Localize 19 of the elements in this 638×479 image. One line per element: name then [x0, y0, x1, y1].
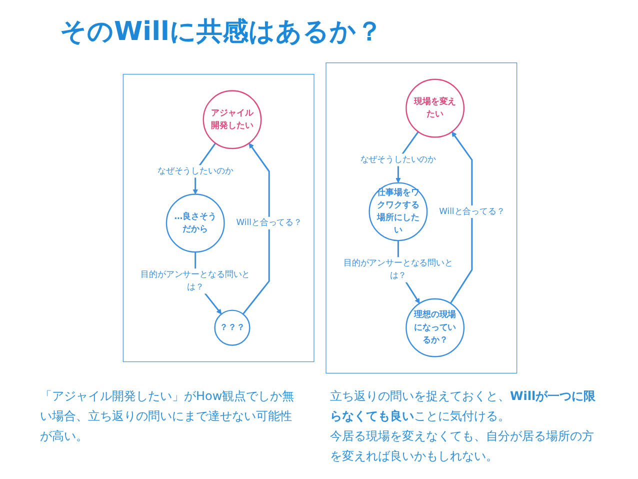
node-circle: ？？？	[214, 310, 250, 346]
node-circle: 理想の現場になっているか？	[406, 298, 465, 358]
arrow	[242, 142, 270, 315]
title: そのWillに共感はあるか？	[60, 16, 382, 49]
edge-label: なぜそうしたいのか	[157, 166, 234, 176]
edge-label: Willと合ってる？	[236, 218, 302, 228]
note-text: 今居る現場を変えなくても、自分が居る場所の方を変えれば良いかもしれない。	[330, 428, 595, 465]
edge-label: 目的がアンサーとなる問いとは？	[140, 270, 250, 292]
node-circle: 現場を変えたい	[406, 78, 465, 138]
node-circle: アジャイル開発したい	[202, 90, 262, 150]
edge-label: Willと合ってる？	[439, 206, 505, 216]
node-circle: …良さそうだから	[166, 194, 225, 253]
note-text: 立ち返りの問いを捉えておくと、Willが一つに限らなくても良いことに気付ける。	[330, 388, 597, 425]
cluster	[122, 74, 314, 362]
edge-label: 目的がアンサーとなる問いとは？	[343, 258, 453, 281]
edge-label: なぜそうしたいのか	[360, 154, 436, 164]
note-text: 「アジャイル開発したい」がHow観点でしか無い場合、立ち返りの問いにまで達せない可能性が高い。	[40, 388, 296, 445]
arrow	[450, 132, 473, 304]
cluster	[326, 62, 518, 374]
